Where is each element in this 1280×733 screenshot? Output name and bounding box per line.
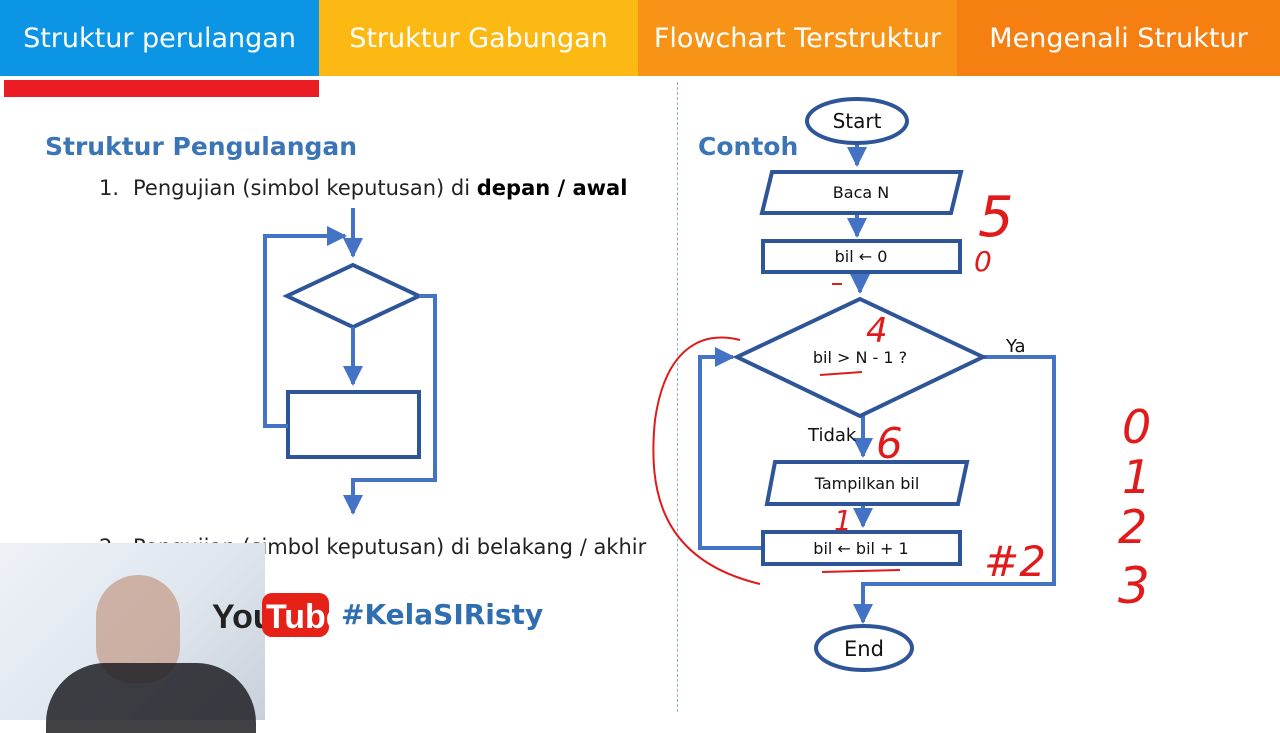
end-terminal [814,624,914,672]
init-process [761,239,962,274]
step-1-number: 1. [99,176,120,200]
handwritten-strokes [652,283,901,585]
hand-2-hash: #2 [984,537,1046,586]
pretest-loop-diagram [263,208,437,515]
increment-label: bil ← bil + 1 [813,539,908,558]
step-1-text: Pengujian (simbol keputusan) di [133,176,477,200]
tab-mengenali-struktur[interactable]: Mengenali Struktur [957,0,1280,76]
increment-process [761,530,962,566]
youtube-logo-tube: Tube [266,598,345,636]
handwritten-annotations: 5 0 4 6 1 #2 0 1 2 3 [834,185,1151,615]
arrow-loop-back [698,347,763,550]
tab-struktur-perulangan[interactable]: Struktur perulangan [0,0,319,76]
output-label: Tampilkan bil [814,474,920,493]
hand-4: 4 [866,311,888,351]
hand-col-1: 1 [1122,450,1151,504]
init-label: bil ← 0 [835,247,888,266]
hand-underline-1 [819,371,863,376]
step-1-bold: depan / awal [476,176,628,200]
section-divider [677,82,678,712]
top-tab-bar: Struktur perulangan Struktur Gabungan Fl… [0,0,1280,76]
exit-arrow [343,294,437,515]
start-terminal [805,97,909,145]
loop-decision [732,296,988,419]
right-heading: Contoh [698,132,799,161]
no-label: Tidak [807,425,857,446]
hashtag-label: #KelaSIRisty [341,598,544,631]
tab-struktur-gabungan[interactable]: Struktur Gabungan [319,0,638,76]
decision-label: bil > N - 1 ? [813,348,907,367]
hand-1-small: 1 [834,504,852,537]
youtube-logo: You Tube [212,593,345,637]
youtube-logo-badge [262,593,329,637]
output-parallelogram [764,460,970,506]
step-1: 1. Pengujian (simbol keputusan) di depan … [99,176,627,200]
hand-loop-stroke [652,336,761,585]
tab-flowchart-terstruktur[interactable]: Flowchart Terstruktur [638,0,957,76]
loop-back-arrow [263,226,347,428]
end-label: End [844,637,884,661]
left-heading: Struktur Pengulangan [45,132,358,161]
arrow-yes-to-end [853,355,1056,624]
generic-decision-diamond [282,262,424,330]
input-parallelogram [759,170,964,215]
generic-process-box [286,390,421,459]
hand-0-init: 0 [974,245,992,278]
hand-5: 5 [978,185,1014,250]
hand-6: 6 [876,419,903,468]
hand-underline-2 [821,569,901,573]
hand-col-0: 0 [1122,400,1151,454]
input-label: Baca N [833,183,889,202]
hand-col-3: 3 [1118,557,1150,615]
example-flowchart: Start Baca N bil ← 0 bil > N - 1 ? Ya Ti… [698,97,1056,672]
active-tab-indicator [4,80,319,97]
start-label: Start [833,109,882,133]
hand-col-2: 2 [1118,500,1147,554]
yes-label: Ya [1005,336,1026,357]
